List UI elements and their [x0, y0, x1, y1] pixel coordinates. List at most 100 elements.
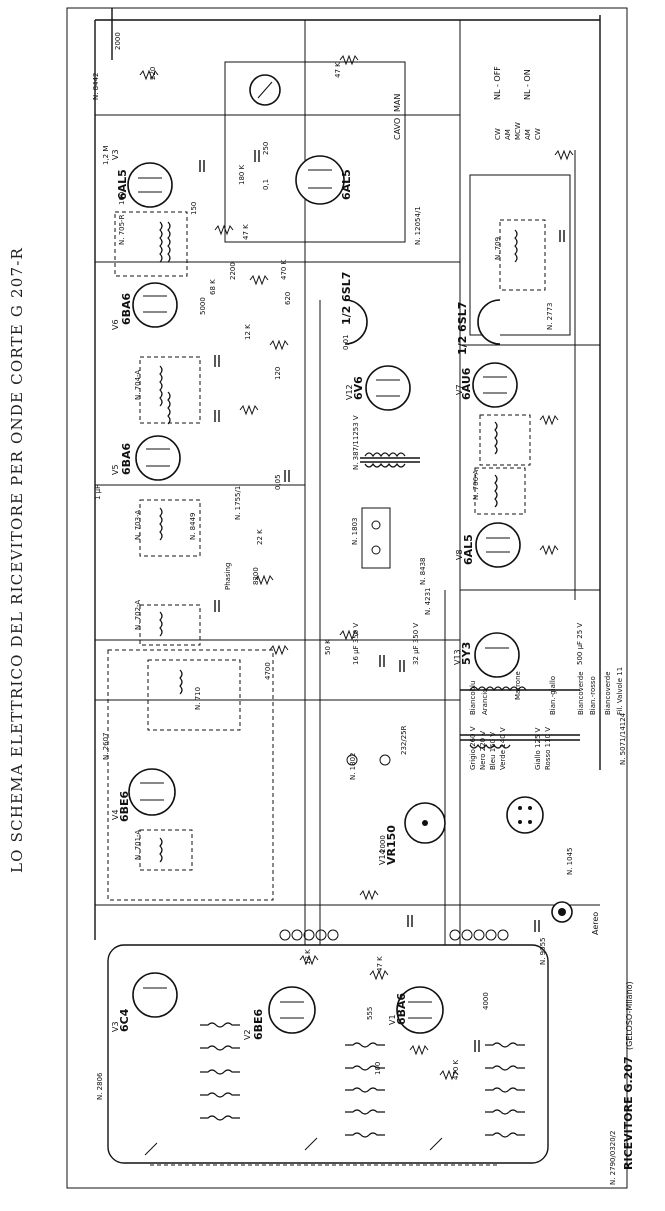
if-coils: [159, 221, 518, 863]
svg-text:6C4: 6C4: [118, 1008, 131, 1032]
svg-text:50 K: 50 K: [324, 639, 332, 655]
svg-text:Biancoblu: Biancoblu: [469, 681, 477, 715]
svg-text:N. 701-A: N. 701-A: [134, 830, 142, 860]
tube-v11: 6AL5: [295, 155, 353, 205]
output-transformer: [360, 452, 420, 468]
svg-text:470 K: 470 K: [280, 259, 288, 280]
svg-text:N. 4231: N. 4231: [424, 587, 432, 615]
svg-text:N. 703-A: N. 703-A: [134, 510, 142, 540]
svg-text:V12: V12: [345, 384, 354, 400]
terminal-strip: [279, 929, 509, 941]
svg-text:Bleu 160 V: Bleu 160 V: [489, 732, 497, 770]
jack: [361, 507, 391, 569]
svg-text:2000: 2000: [114, 32, 122, 50]
svg-text:N. 706-A: N. 706-A: [472, 470, 480, 500]
svg-text:620: 620: [284, 292, 292, 305]
svg-text:CAVO: CAVO: [393, 118, 402, 140]
svg-text:47 K: 47 K: [242, 224, 250, 240]
footer-maker: (GELOSO-Milano): [625, 981, 634, 1050]
svg-text:Biancoverde: Biancoverde: [604, 671, 612, 715]
svg-text:8200: 8200: [252, 567, 260, 585]
tube-v2: V2 6BE6: [243, 986, 316, 1040]
svg-text:N. 710: N. 710: [194, 687, 202, 710]
svg-text:22 K: 22 K: [256, 529, 264, 545]
svg-text:250: 250: [262, 142, 270, 155]
tube-v3b: V3 6C4: [111, 972, 178, 1032]
svg-text:Bian.-giallo: Bian.-giallo: [549, 676, 557, 715]
svg-text:V6: V6: [111, 319, 120, 330]
svg-text:N. 1045: N. 1045: [566, 847, 574, 875]
svg-text:6AL5: 6AL5: [340, 169, 353, 200]
resistors: [139, 54, 574, 1081]
svg-text:Grigio 260 V: Grigio 260 V: [469, 726, 477, 770]
svg-text:V1: V1: [388, 1014, 397, 1025]
svg-text:2000: 2000: [379, 835, 387, 853]
tube-v7: V7 6AU6: [455, 362, 518, 408]
svg-text:V14: V14: [378, 849, 387, 865]
svg-text:AM: AM: [524, 129, 532, 140]
svg-text:6BA6: 6BA6: [120, 442, 133, 475]
svg-text:6BA6: 6BA6: [395, 992, 408, 1025]
svg-text:232/25R: 232/25R: [400, 725, 408, 755]
svg-text:Bian.-rosso: Bian.-rosso: [589, 676, 597, 715]
svg-text:1/2 6SL7: 1/2 6SL7: [456, 302, 469, 355]
svg-text:N. 2607: N. 2607: [102, 732, 110, 760]
svg-text:100: 100: [118, 192, 126, 205]
svg-text:5000: 5000: [199, 297, 207, 315]
svg-text:6AL5: 6AL5: [116, 169, 129, 200]
svg-text:12 K: 12 K: [244, 324, 252, 340]
tube-v5: V5 6BA6: [111, 435, 181, 481]
svg-text:6BA6: 6BA6: [120, 292, 133, 325]
svg-text:V2: V2: [243, 1029, 252, 1040]
svg-text:VR150: VR150: [385, 825, 398, 865]
svg-text:180 K: 180 K: [238, 164, 246, 185]
tube-v8: V8 6AL5: [455, 522, 521, 568]
tube-v6: V6 6BA6: [111, 282, 178, 330]
svg-text:6BE6: 6BE6: [118, 790, 131, 822]
svg-text:Arancio: Arancio: [481, 689, 489, 715]
svg-text:32 μF 350 V: 32 μF 350 V: [412, 623, 420, 665]
svg-text:0,1: 0,1: [262, 179, 270, 190]
rf-coil-banks: [200, 1022, 525, 1138]
tube-v3: V3 6AL5: [111, 149, 173, 208]
svg-text:V7: V7: [455, 384, 464, 395]
svg-text:1/2 6SL7: 1/2 6SL7: [340, 272, 353, 325]
svg-text:N. 704-A: N. 704-A: [134, 370, 142, 400]
svg-text:220: 220: [149, 67, 157, 80]
svg-text:N. 9055: N. 9055: [539, 937, 547, 965]
capacitors: [199, 150, 565, 1052]
svg-text:NL - OFF: NL - OFF: [493, 66, 502, 100]
svg-text:N. 5071/14124: N. 5071/14124: [619, 712, 627, 765]
svg-text:4000: 4000: [482, 992, 490, 1010]
svg-text:47 K: 47 K: [376, 956, 384, 972]
svg-text:Nero 220 V: Nero 220 V: [479, 731, 487, 770]
svg-text:150: 150: [190, 202, 198, 215]
svg-text:V13: V13: [453, 649, 462, 665]
svg-text:68 K: 68 K: [209, 279, 217, 295]
footer-model: RICEVITORE G.207: [622, 1056, 635, 1170]
svg-text:N. 8438: N. 8438: [419, 557, 427, 585]
svg-text:V8: V8: [455, 549, 464, 560]
mains-socket: [506, 796, 544, 834]
svg-text:6BE6: 6BE6: [252, 1008, 265, 1040]
svg-text:AM: AM: [504, 129, 512, 140]
svg-text:V5: V5: [111, 464, 120, 475]
tube-v10: 1/2 6SL7: [340, 272, 368, 345]
svg-text:Biancoverde: Biancoverde: [577, 671, 585, 715]
svg-text:6AL5: 6AL5: [462, 534, 475, 565]
svg-text:N. 8442: N. 8442: [92, 72, 100, 100]
svg-text:N. 12054/1: N. 12054/1: [414, 206, 422, 245]
svg-text:N. 2773: N. 2773: [546, 302, 554, 330]
power-transformer: [460, 686, 580, 749]
svg-text:NL - ON: NL - ON: [523, 69, 532, 100]
footer-drawing: N. 2790/0320/2: [609, 1131, 617, 1186]
svg-text:555: 555: [366, 1007, 374, 1020]
svg-text:470 K: 470 K: [452, 1059, 460, 1080]
svg-text:0,01: 0,01: [342, 334, 350, 350]
svg-text:N. 709: N. 709: [494, 237, 502, 260]
svg-text:Verde 140 V: Verde 140 V: [499, 727, 507, 770]
tube-v12: V12 6V6: [345, 365, 411, 411]
svg-text:MAN: MAN: [393, 94, 402, 112]
